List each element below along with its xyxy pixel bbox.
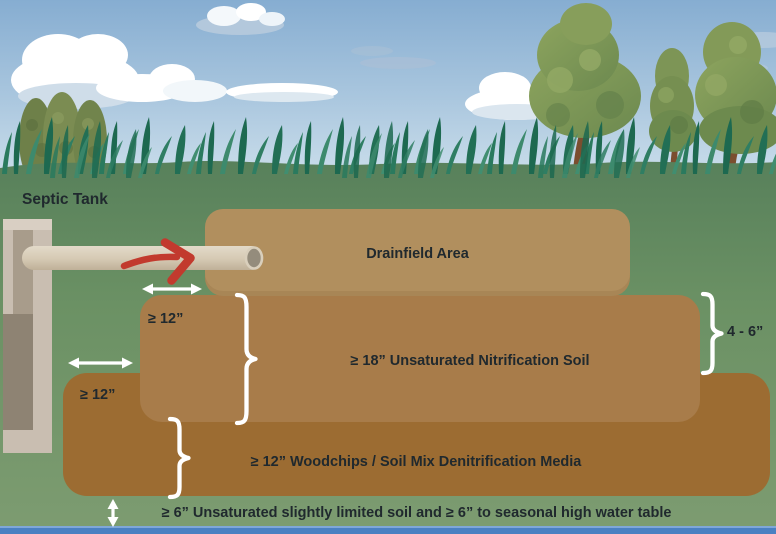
tree-group (529, 3, 776, 178)
cloud-large-left (11, 34, 338, 109)
bush-group (19, 92, 107, 182)
water-table (0, 526, 776, 534)
grass (2, 117, 776, 178)
nitrification-label: ≥ 18” Unsaturated Nitrification Soil (350, 353, 590, 369)
bottom-soil-label: ≥ 6” Unsaturated slightly limited soil a… (161, 505, 672, 521)
cloud-wisp-right (728, 32, 776, 73)
denitrification-label: ≥ 12” Woodchips / Soil Mix Denitrificati… (250, 454, 582, 470)
side-depth-label: 4 - 6” (727, 324, 764, 340)
brace-side-depth-icon (700, 291, 724, 376)
denitrification-offset-label: ≥ 12” (80, 387, 116, 403)
cloud-small-top (196, 3, 285, 35)
septic-tank-label: Septic Tank (22, 191, 108, 208)
clouds (11, 3, 776, 120)
septic-tank-lid (3, 219, 52, 230)
cloud-wisp-middle (351, 46, 436, 69)
horizontal-arrow-top-icon (142, 283, 202, 295)
septic-tank-chamber-lower (3, 314, 33, 430)
septic-tank-chamber-upper (13, 230, 33, 314)
cloud-right-mid (465, 72, 565, 120)
drainfield-label: Drainfield Area (366, 246, 469, 262)
nitrification-offset-label: ≥ 12” (148, 311, 184, 327)
horizontal-arrow-left-icon (68, 357, 133, 369)
